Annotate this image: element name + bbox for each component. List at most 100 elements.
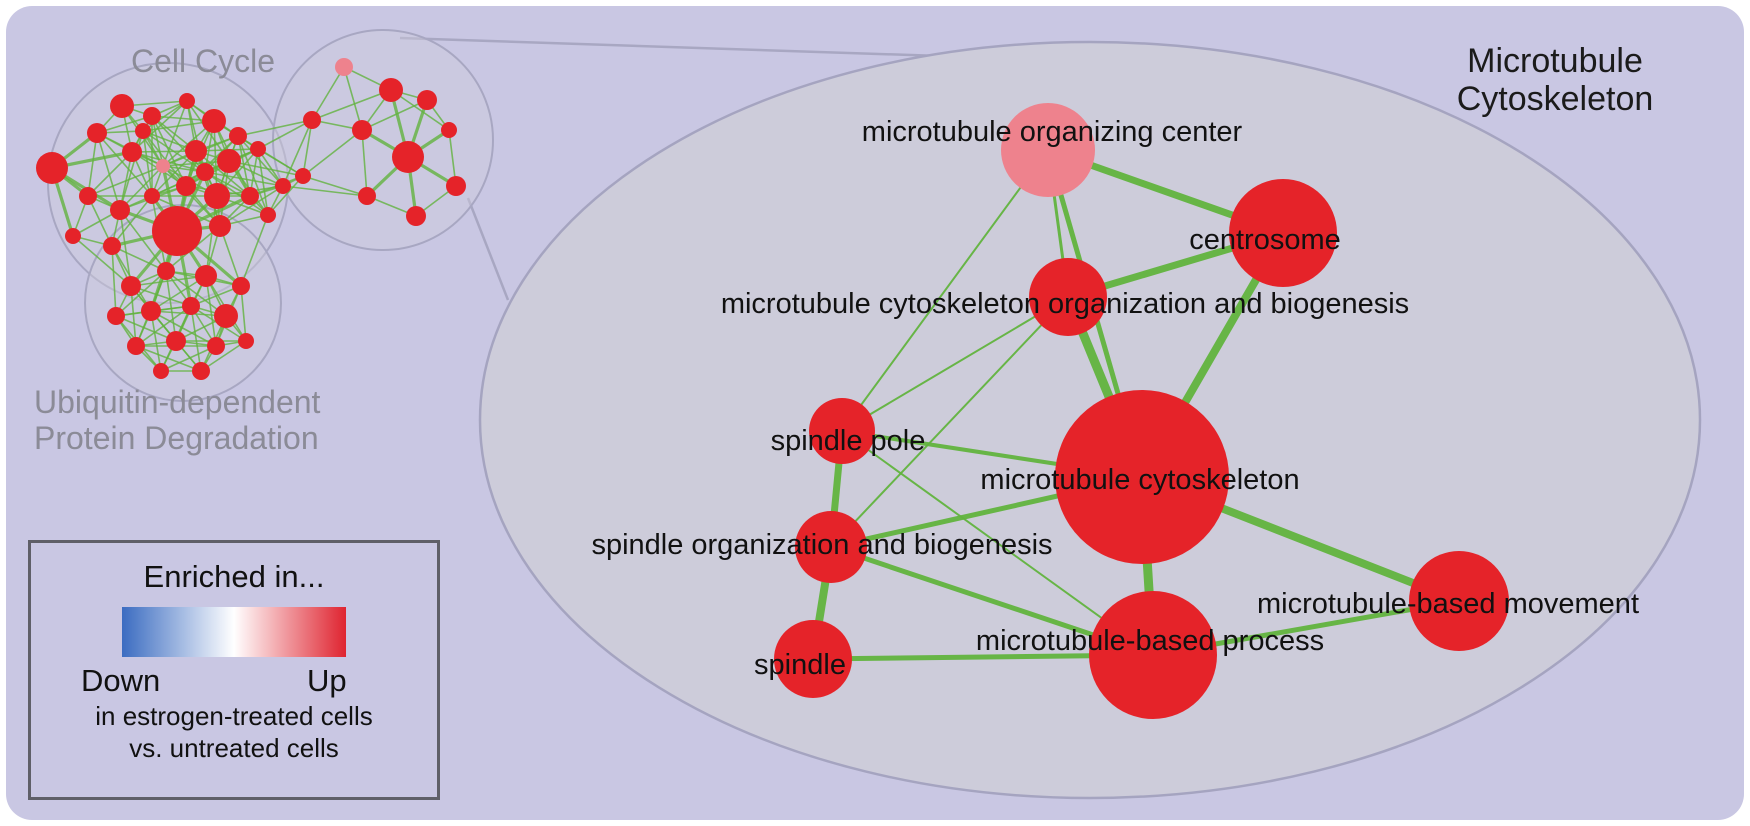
overview-node[interactable] xyxy=(79,187,97,205)
overview-node[interactable] xyxy=(238,333,254,349)
overview-node[interactable] xyxy=(152,206,202,256)
overview-edge[interactable] xyxy=(72,235,132,287)
overview-edge[interactable] xyxy=(111,195,153,247)
overview-node[interactable] xyxy=(275,178,291,194)
overview-node[interactable] xyxy=(250,141,266,157)
overview-node[interactable] xyxy=(153,363,169,379)
overview-edge[interactable] xyxy=(142,130,187,187)
overview-edge[interactable] xyxy=(204,171,269,216)
overview-node[interactable] xyxy=(107,307,125,325)
overview-node[interactable] xyxy=(179,93,195,109)
overview-edge[interactable] xyxy=(240,285,247,342)
overview-node[interactable] xyxy=(214,304,238,328)
overview-edge[interactable] xyxy=(190,305,202,372)
overview-node[interactable] xyxy=(110,200,130,220)
detail-edge-moc-spindle-pole[interactable] xyxy=(841,149,1049,432)
overview-edge[interactable] xyxy=(119,130,144,211)
overview-edge[interactable] xyxy=(131,100,188,153)
detail-node-sob[interactable] xyxy=(795,511,867,583)
overview-node[interactable] xyxy=(192,362,210,380)
overview-edge[interactable] xyxy=(311,66,345,121)
overview-node[interactable] xyxy=(241,187,259,205)
overview-edge[interactable] xyxy=(311,89,392,121)
overview-node[interactable] xyxy=(195,265,217,287)
overview-node[interactable] xyxy=(209,215,231,237)
overview-edge[interactable] xyxy=(165,270,177,342)
overview-edge[interactable] xyxy=(160,345,217,372)
overview-node[interactable] xyxy=(352,120,372,140)
overview-node[interactable] xyxy=(36,152,68,184)
overview-edge[interactable] xyxy=(302,175,368,197)
overview-node[interactable] xyxy=(182,297,200,315)
overview-edge[interactable] xyxy=(361,129,368,197)
detail-node-spindle-pole[interactable] xyxy=(809,398,875,464)
overview-edge[interactable] xyxy=(257,119,313,150)
overview-node[interactable] xyxy=(204,183,230,209)
overview-node[interactable] xyxy=(157,262,175,280)
overview-node[interactable] xyxy=(144,188,160,204)
overview-edge[interactable] xyxy=(142,100,188,132)
overview-edge[interactable] xyxy=(111,245,167,272)
overview-node[interactable] xyxy=(207,337,225,355)
overview-edge[interactable] xyxy=(87,151,133,197)
overview-node[interactable] xyxy=(232,277,250,295)
overview-node[interactable] xyxy=(295,168,311,184)
overview-node[interactable] xyxy=(156,159,170,173)
overview-node[interactable] xyxy=(65,228,81,244)
overview-edge[interactable] xyxy=(115,270,167,317)
overview-node[interactable] xyxy=(441,122,457,138)
overview-node[interactable] xyxy=(127,337,145,355)
overview-node[interactable] xyxy=(217,149,241,173)
overview-edge[interactable] xyxy=(135,345,202,372)
overview-node[interactable] xyxy=(143,107,161,125)
overview-node[interactable] xyxy=(121,276,141,296)
overview-node[interactable] xyxy=(406,206,426,226)
detail-node-mbm[interactable] xyxy=(1409,551,1509,651)
overview-node[interactable] xyxy=(196,163,214,181)
overview-edge[interactable] xyxy=(130,285,192,307)
overview-edge[interactable] xyxy=(267,175,304,216)
overview-edge[interactable] xyxy=(96,132,121,211)
overview-node[interactable] xyxy=(335,58,353,76)
overview-edge[interactable] xyxy=(87,132,98,197)
detail-node-moc[interactable] xyxy=(1001,103,1095,197)
overview-edge[interactable] xyxy=(87,165,164,197)
overview-edge[interactable] xyxy=(282,185,368,197)
overview-node[interactable] xyxy=(110,94,134,118)
overview-node[interactable] xyxy=(379,78,403,102)
overview-node[interactable] xyxy=(122,142,142,162)
overview-node[interactable] xyxy=(185,140,207,162)
overview-edge[interactable] xyxy=(195,150,251,197)
overview-node[interactable] xyxy=(141,301,161,321)
overview-edge[interactable] xyxy=(204,171,284,187)
overview-node[interactable] xyxy=(103,237,121,255)
overview-edge[interactable] xyxy=(361,99,428,131)
detail-node-centrosome[interactable] xyxy=(1229,179,1337,287)
overview-edge[interactable] xyxy=(142,130,153,197)
overview-edge[interactable] xyxy=(119,209,167,272)
overview-edge[interactable] xyxy=(200,340,247,372)
overview-edge[interactable] xyxy=(343,66,363,131)
detail-node-mc[interactable] xyxy=(1055,390,1229,564)
overview-node[interactable] xyxy=(135,123,151,139)
detail-edge-mcob-spindle-pole[interactable] xyxy=(841,296,1069,432)
overview-node[interactable] xyxy=(229,127,247,145)
overview-node[interactable] xyxy=(260,207,276,223)
overview-edge[interactable] xyxy=(111,245,117,317)
detail-node-mbp[interactable] xyxy=(1089,591,1217,719)
overview-node[interactable] xyxy=(358,187,376,205)
overview-node[interactable] xyxy=(417,90,437,110)
overview-edge[interactable] xyxy=(282,119,313,187)
overview-node[interactable] xyxy=(176,176,196,196)
overview-edge[interactable] xyxy=(130,285,137,347)
overview-edge[interactable] xyxy=(219,185,284,227)
overview-edge[interactable] xyxy=(162,100,188,167)
overview-node[interactable] xyxy=(392,141,424,173)
detail-node-spindle[interactable] xyxy=(774,620,852,698)
overview-edge[interactable] xyxy=(115,315,177,342)
overview-edge[interactable] xyxy=(237,119,313,137)
overview-edge[interactable] xyxy=(150,310,217,347)
detail-node-mcob[interactable] xyxy=(1029,258,1107,336)
overview-node[interactable] xyxy=(303,111,321,129)
overview-edge[interactable] xyxy=(257,148,304,177)
